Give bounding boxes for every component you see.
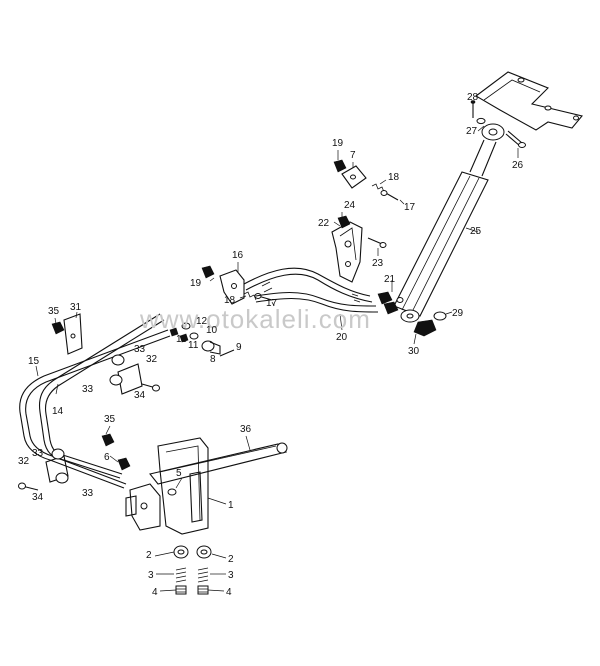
- callout-3-left: 3: [148, 570, 154, 581]
- callout-28: 28: [467, 92, 479, 103]
- hydraulic-cylinder-25: [393, 123, 505, 323]
- callout-26: 26: [512, 160, 524, 171]
- clip-11: [179, 333, 189, 343]
- nut-19-upper: [333, 159, 347, 173]
- control-valve-1: [125, 437, 209, 535]
- callout-6: 6: [104, 452, 110, 463]
- bushing-33-lower-b: [55, 472, 69, 484]
- callout-34: 34: [134, 390, 146, 401]
- fittings-21: [377, 291, 404, 315]
- pin-9: [219, 349, 235, 357]
- nut-24: [337, 215, 351, 229]
- callout-23: 23: [372, 258, 384, 269]
- hydraulic-hoses-20: [243, 267, 379, 313]
- callout-8: 8: [210, 354, 216, 365]
- callout-32: 32: [146, 354, 158, 365]
- bushing-33-lower-a: [51, 448, 65, 460]
- callout-36: 36: [240, 424, 252, 435]
- lever-handle-36: [149, 442, 288, 485]
- callout-17: 17: [404, 202, 416, 213]
- rod-guide-31: [63, 313, 83, 355]
- link-8: [201, 340, 221, 355]
- callout-25: 25: [470, 226, 482, 237]
- callout-4-left: 4: [152, 587, 158, 598]
- pin-13: [169, 327, 179, 337]
- callout-1: 1: [228, 500, 234, 511]
- bolt-34-upper: [141, 383, 160, 392]
- top-mount-bracket: [475, 71, 583, 131]
- callout-18b: 18: [224, 295, 236, 306]
- callouts: 28 27 26 25 19 7 18 17 24 22 23 16 19 18…: [18, 92, 524, 598]
- callout-7: 7: [350, 150, 356, 161]
- watermark: www.otokaleli.com: [139, 304, 371, 334]
- callout-33b: 33: [82, 384, 94, 395]
- callout-22: 22: [318, 218, 330, 229]
- callout-27: 27: [466, 126, 478, 137]
- callout-14: 14: [52, 406, 64, 417]
- nut-19-lower: [201, 265, 215, 279]
- washer-29: [433, 311, 447, 321]
- callout-5: 5: [176, 468, 182, 479]
- callout-24: 24: [344, 200, 356, 211]
- spring-3-left: [175, 567, 187, 583]
- bushing-12: [181, 322, 191, 330]
- spring-18-upper: [371, 183, 385, 193]
- callout-30: 30: [408, 346, 420, 357]
- callout-21: 21: [384, 274, 396, 285]
- callout-10: 10: [206, 325, 218, 336]
- callout-31: 31: [70, 302, 82, 313]
- callout-20: 20: [336, 332, 348, 343]
- callout-15: 15: [28, 356, 40, 367]
- bolt-23: [367, 237, 387, 248]
- callout-4-right: 4: [226, 587, 232, 598]
- washer-10: [189, 332, 199, 340]
- screw-4-right: [197, 585, 209, 595]
- callout-17b: 17: [266, 298, 278, 309]
- bolt-34-lower: [18, 482, 39, 491]
- nut-35-lower: [101, 433, 115, 447]
- bracket-7: [341, 165, 367, 189]
- callout-34b: 34: [32, 492, 44, 503]
- nut-30: [413, 319, 437, 337]
- callout-3-right: 3: [228, 570, 234, 581]
- callout-2-right: 2: [228, 554, 234, 565]
- fitting-2-right: [196, 545, 212, 559]
- callout-16: 16: [232, 250, 244, 261]
- bracket-16: [219, 269, 245, 305]
- screw-4-left: [175, 585, 187, 595]
- fitting-6: [117, 457, 131, 471]
- washer-27: [476, 117, 486, 125]
- nut-35-upper: [51, 321, 65, 335]
- bolt-5: [167, 488, 177, 496]
- callout-33: 33: [134, 344, 146, 355]
- leader-lines: [35, 102, 519, 592]
- callout-33d: 33: [82, 488, 94, 499]
- callout-12: 12: [196, 316, 208, 327]
- pin-26: [505, 130, 526, 148]
- bracket-22: [331, 221, 363, 283]
- spring-3-right: [197, 567, 209, 583]
- callout-18: 18: [388, 172, 400, 183]
- bolt-17-upper: [380, 190, 399, 201]
- callout-11: 11: [188, 340, 199, 351]
- callout-29: 29: [452, 308, 464, 319]
- callout-19: 19: [332, 138, 344, 149]
- bushing-33-upper-a: [111, 354, 125, 366]
- fitting-2-left: [173, 545, 189, 559]
- control-rod-15: [19, 329, 171, 489]
- callout-35b: 35: [104, 414, 116, 425]
- clamp-32-upper: [117, 363, 143, 395]
- callout-32b: 32: [18, 456, 30, 467]
- callout-2-left: 2: [146, 550, 152, 561]
- callout-35: 35: [48, 306, 60, 317]
- callout-9: 9: [236, 342, 242, 353]
- callout-33c: 33: [32, 448, 44, 459]
- bushing-33-upper-b: [109, 374, 123, 386]
- callout-13: 13: [176, 334, 188, 345]
- callout-19b: 19: [190, 278, 202, 289]
